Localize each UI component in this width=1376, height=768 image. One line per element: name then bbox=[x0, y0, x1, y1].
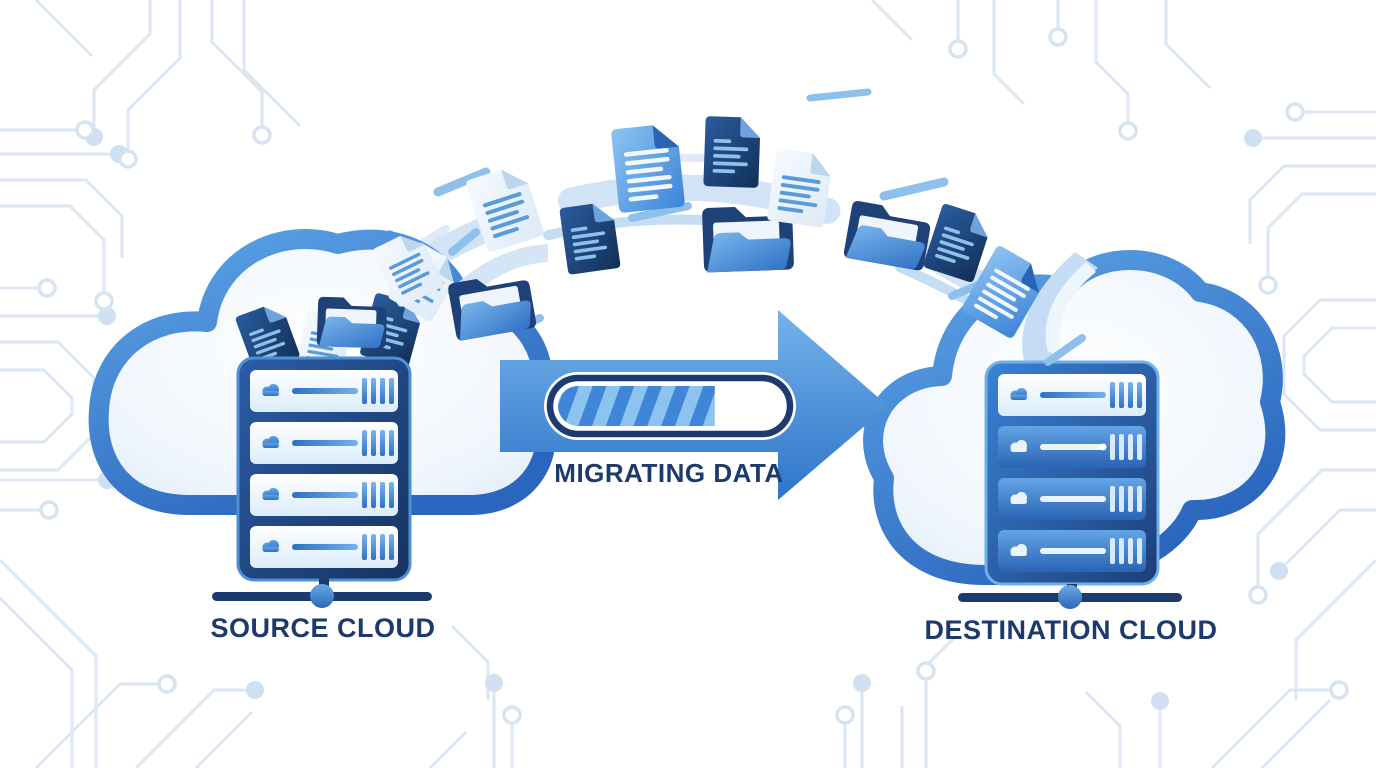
migrating-data-label: MIGRATING DATA bbox=[554, 458, 784, 488]
rack-unit bbox=[998, 426, 1146, 468]
network-stand bbox=[212, 578, 432, 608]
progress-bar bbox=[544, 372, 796, 440]
rack-unit bbox=[998, 374, 1146, 416]
rack-unit bbox=[250, 370, 398, 412]
circuit-node-dots bbox=[37, 27, 1349, 725]
source-cloud-label: SOURCE CLOUD bbox=[210, 613, 436, 643]
progress-fill bbox=[558, 386, 715, 426]
network-stand bbox=[958, 584, 1182, 609]
rack-unit bbox=[998, 530, 1146, 572]
destination-server-rack bbox=[958, 360, 1182, 609]
rack-unit bbox=[998, 478, 1146, 520]
rack-unit bbox=[250, 526, 398, 568]
rack-unit bbox=[250, 474, 398, 516]
destination-cloud-label: DESTINATION CLOUD bbox=[924, 615, 1218, 645]
network-node-icon bbox=[1058, 585, 1082, 609]
rack-unit bbox=[250, 422, 398, 464]
flying-items bbox=[371, 116, 1086, 366]
source-server-rack bbox=[212, 356, 432, 608]
network-node-icon bbox=[310, 584, 334, 608]
